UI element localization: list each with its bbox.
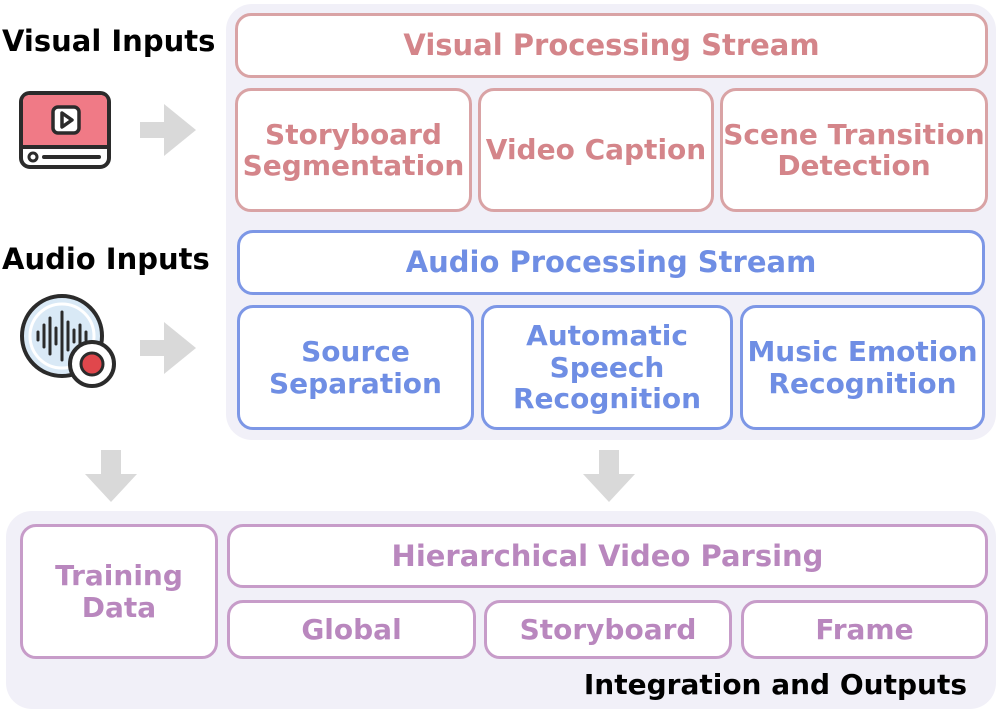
automatic-speech-recognition-module: Automatic Speech Recognition	[481, 305, 733, 430]
visual-inputs-label: Visual Inputs	[2, 24, 216, 58]
training-data-box: Training Data	[20, 524, 218, 659]
integration-outputs-label: Integration and Outputs	[583, 668, 967, 701]
storyboard-segmentation-module: Storyboard Segmentation	[235, 88, 472, 212]
audio-inputs-label: Audio Inputs	[2, 242, 210, 276]
source-separation-module: Source Separation	[237, 305, 474, 430]
video-caption-module: Video Caption	[478, 88, 714, 212]
music-emotion-recognition-module: Music Emotion Recognition	[740, 305, 985, 430]
video-player-icon	[19, 91, 111, 169]
down-arrow-left-icon	[85, 450, 137, 502]
frame-level-box: Frame	[741, 600, 988, 659]
down-arrow-center-icon	[583, 450, 635, 502]
storyboard-level-box: Storyboard	[484, 600, 732, 659]
visual-processing-stream-header: Visual Processing Stream	[235, 13, 988, 78]
visual-input-arrow-icon	[140, 104, 196, 156]
hierarchical-video-parsing-header: Hierarchical Video Parsing	[227, 524, 988, 588]
audio-input-arrow-icon	[140, 322, 196, 374]
global-level-box: Global	[227, 600, 476, 659]
scene-transition-detection-module: Scene Transition Detection	[720, 88, 988, 212]
audio-processing-stream-header: Audio Processing Stream	[237, 230, 985, 295]
audio-record-icon	[20, 294, 116, 388]
